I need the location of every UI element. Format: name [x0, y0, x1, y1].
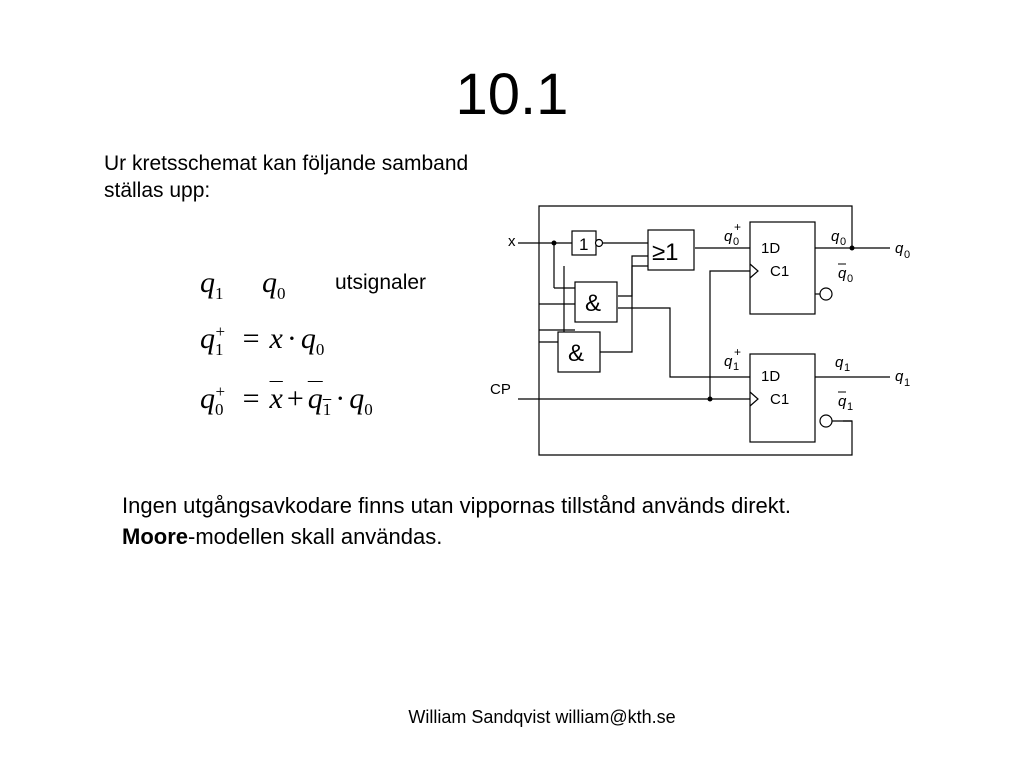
or-gate: ≥1 — [647, 229, 695, 271]
slide-title: 10.1 — [455, 62, 569, 127]
ff1-q-label: q 1 — [835, 354, 850, 374]
or-gate-label: ≥1 — [652, 239, 679, 266]
svg-text:q: q — [835, 354, 844, 371]
input-x-label: x — [508, 233, 516, 250]
moore-bold: Moore — [122, 524, 188, 549]
output-q1: q1 — [200, 266, 224, 303]
not-gate: 1 — [571, 230, 604, 256]
svg-text:1: 1 — [733, 361, 739, 373]
note-line-2: Moore-modellen skall användas. — [122, 524, 443, 549]
svg-text:q: q — [831, 228, 840, 245]
svg-text:0: 0 — [904, 249, 910, 261]
svg-text:0: 0 — [840, 236, 846, 248]
ff0-d-label: 1D — [761, 240, 780, 257]
footer-author: William Sandqvist william@kth.se — [408, 707, 676, 727]
q1-next-label: q 1 + — [724, 345, 741, 373]
circuit-diagram: 1 ≥1 & & 1D C1 1D C1 x CP q 0 + q 1 — [490, 205, 910, 456]
ff1-d-label: 1D — [761, 368, 780, 385]
svg-text:1: 1 — [847, 401, 853, 413]
junction-dots — [551, 240, 855, 402]
and-gate-2-label: & — [568, 340, 584, 367]
intro-line-2: ställas upp: — [104, 179, 211, 202]
svg-text:0: 0 — [733, 236, 739, 248]
svg-text:q: q — [895, 368, 904, 385]
ff0-qbar-label: q 0 — [838, 263, 853, 285]
svg-text:1: 1 — [904, 377, 910, 389]
q0-next-label: q 0 + — [724, 220, 741, 248]
svg-text:1: 1 — [844, 362, 850, 374]
svg-text:q: q — [838, 265, 847, 282]
svg-text:0: 0 — [847, 273, 853, 285]
and-gate-1-label: & — [585, 290, 601, 317]
equation-q0-next: q0+ =x+q1·q0 — [200, 382, 373, 419]
intro-text: Ur kretsschemat kan följande samband stä… — [104, 150, 574, 204]
intro-line-1: Ur kretsschemat kan följande samband — [104, 152, 469, 175]
and-gate-1: & — [574, 281, 618, 323]
svg-text:+: + — [734, 220, 741, 234]
ff0-clk-label: C1 — [770, 263, 789, 280]
outputs-label: utsignaler — [335, 271, 427, 294]
flip-flop-0: 1D C1 — [749, 221, 833, 315]
not-gate-label: 1 — [579, 235, 588, 254]
output-q1-label: q 1 — [895, 368, 910, 389]
svg-text:q: q — [838, 393, 847, 410]
svg-text:q: q — [895, 240, 904, 257]
ff1-clk-label: C1 — [770, 391, 789, 408]
note-text: Ingen utgångsavkodare finns utan vipporn… — [122, 490, 942, 552]
svg-text:+: + — [734, 345, 741, 359]
input-cp-label: CP — [490, 381, 511, 398]
svg-text:q: q — [724, 228, 733, 245]
equation-q1-next: q1+ =x·q0 — [200, 322, 325, 359]
output-q0-label: q 0 — [895, 240, 910, 261]
svg-text:q: q — [724, 353, 733, 370]
output-q0: q0 — [262, 266, 286, 303]
ff0-q-label: q 0 — [831, 228, 846, 248]
and-gate-2: & — [557, 331, 601, 373]
ff1-qbar-label: q 1 — [838, 391, 853, 413]
note-line-1: Ingen utgångsavkodare finns utan vipporn… — [122, 493, 791, 518]
flip-flop-1: 1D C1 — [749, 353, 852, 443]
